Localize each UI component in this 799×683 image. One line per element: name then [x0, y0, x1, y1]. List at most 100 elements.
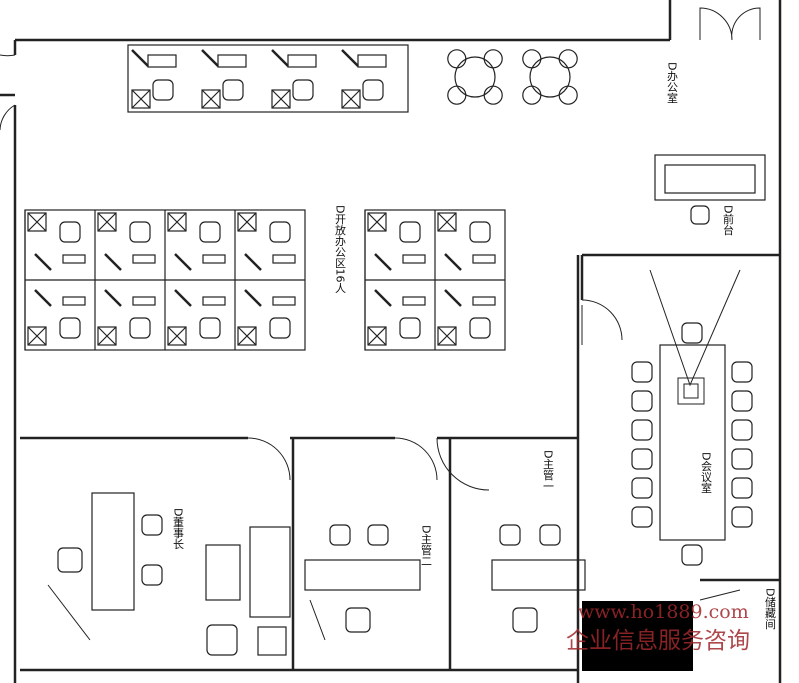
chair [469, 317, 491, 339]
monitor [357, 54, 387, 68]
chair [362, 79, 384, 101]
sofa [249, 526, 291, 618]
chair [539, 524, 561, 546]
lamp-icon [374, 289, 392, 307]
monitor [147, 54, 177, 68]
chair [367, 524, 389, 546]
round-chair [483, 49, 503, 69]
chair [731, 506, 753, 528]
projector-beam [649, 269, 741, 405]
lamp-icon [131, 49, 149, 67]
lamp-icon [444, 253, 462, 271]
monitor [62, 254, 86, 264]
chair [329, 524, 351, 546]
lamp-icon [341, 49, 359, 67]
lamp-icon [244, 253, 262, 271]
cabinet [27, 326, 47, 346]
cabinet [437, 326, 457, 346]
door-swings [0, 7, 761, 641]
chair [345, 607, 371, 633]
round-chair [558, 85, 578, 105]
chair [129, 221, 151, 243]
chair [731, 419, 753, 441]
cabinet [167, 326, 187, 346]
chair [731, 477, 753, 499]
monitor [132, 254, 156, 264]
cabinet-cross [367, 326, 387, 346]
monitor [402, 254, 426, 264]
round-chair [447, 85, 467, 105]
walls [0, 0, 782, 683]
cabinet-cross [131, 89, 151, 109]
cabinet [271, 89, 291, 109]
lamp-icon [271, 49, 289, 67]
monitor [272, 296, 296, 306]
chair [59, 221, 81, 243]
watermark-tagline: 企业信息服务咨询 [566, 628, 750, 654]
manager-one-desk [491, 559, 586, 591]
cabinet-cross [201, 89, 221, 109]
round-chair [483, 85, 503, 105]
cabinet-cross [167, 326, 187, 346]
watermark-url: www.ho1889.com [578, 601, 749, 623]
cabinet [341, 89, 361, 109]
chair [129, 317, 151, 339]
chair [499, 524, 521, 546]
label-manager-one: D主管一 [542, 450, 555, 491]
chair [512, 607, 538, 633]
cabinet-cross [167, 212, 187, 232]
top-workstation-block [127, 44, 409, 113]
chair [631, 477, 653, 499]
chair [731, 448, 753, 470]
label-open-office: D开放办公区16人 [334, 205, 347, 293]
cabinet-cross [437, 212, 457, 232]
chair [59, 317, 81, 339]
lamp-icon [104, 253, 122, 271]
cabinet-cross [271, 89, 291, 109]
chair [141, 514, 163, 536]
chair [731, 361, 753, 383]
label-chairman: D董事长 [172, 508, 185, 549]
monitor [402, 296, 426, 306]
cabinet [167, 212, 187, 232]
chair [469, 221, 491, 243]
lamp-icon [34, 289, 52, 307]
monitor [217, 54, 247, 68]
monitor [472, 254, 496, 264]
chair [631, 448, 653, 470]
chair [222, 79, 244, 101]
round-chair [558, 49, 578, 69]
chair [731, 390, 753, 412]
cabinet-cross [237, 326, 257, 346]
cabinet-cross [341, 89, 361, 109]
monitor [472, 296, 496, 306]
chair [631, 506, 653, 528]
reception-desk-inner [664, 164, 756, 194]
chair [631, 419, 653, 441]
label-office: D办公室 [666, 62, 679, 103]
chair [690, 205, 710, 225]
cabinet [237, 212, 257, 232]
monitor [202, 254, 226, 264]
cabinet-cross [367, 212, 387, 232]
chair [199, 221, 221, 243]
reception-desk [654, 154, 766, 201]
chair [631, 361, 653, 383]
monitor [132, 296, 156, 306]
lamp-icon [34, 253, 52, 271]
monitor [287, 54, 317, 68]
cabinet-cross [97, 212, 117, 232]
cabinet [437, 212, 457, 232]
chair [141, 564, 163, 586]
cabinet [97, 326, 117, 346]
round-chair [447, 49, 467, 69]
conference-table [659, 344, 726, 541]
chair [269, 221, 291, 243]
manager-two-desk [304, 559, 421, 591]
cabinet-cross [237, 212, 257, 232]
label-meeting-room: D会议室 [700, 452, 713, 493]
coffee-table [205, 544, 241, 601]
chair [631, 390, 653, 412]
cabinet-cross [437, 326, 457, 346]
cabinet [97, 212, 117, 232]
